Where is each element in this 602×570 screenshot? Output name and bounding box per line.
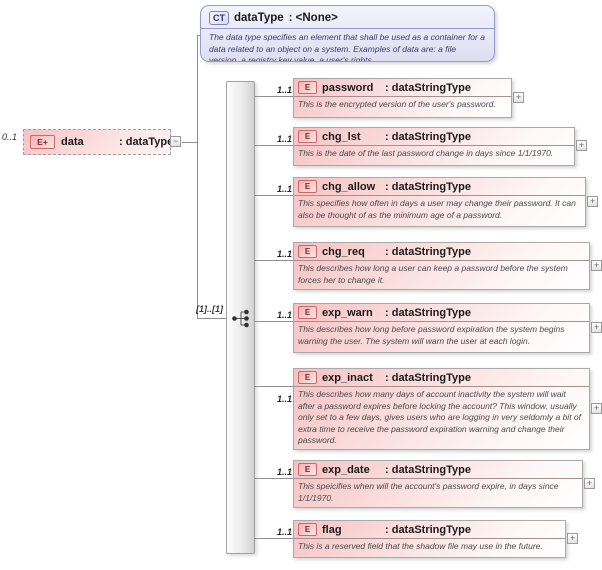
cardinality-label: 1..1: [276, 85, 292, 95]
element-with-children-icon: E+: [30, 135, 55, 149]
element-box-chg-allow[interactable]: E chg_allow : dataStringType This specif…: [293, 177, 586, 227]
element-group-exp-date: 1..1 E exp_date : dataStringType This sp…: [255, 460, 598, 508]
expand-button[interactable]: +: [567, 533, 578, 544]
element-icon: E: [298, 306, 317, 319]
complex-type-box[interactable]: CT dataType : <None> The data type speci…: [200, 5, 495, 62]
complex-type-description: The data type specifies an element that …: [209, 32, 485, 62]
element-group-flag: 1..1 E flag : dataStringType This is a r…: [255, 520, 581, 558]
element-box-chg-req[interactable]: E chg_req : dataStringType This describe…: [293, 242, 590, 290]
root-element-box[interactable]: E+ data : dataType: [23, 129, 174, 155]
cardinality-label: 1..1: [276, 134, 292, 144]
cardinality-label: 1..1: [276, 467, 292, 477]
expand-button[interactable]: +: [576, 140, 587, 151]
element-description: This is a reserved field that the shadow…: [298, 541, 543, 551]
cardinality-label: 1..1: [276, 310, 292, 320]
element-name: exp_warn: [322, 306, 373, 319]
connector-line: [255, 386, 293, 387]
connector-line: [255, 478, 293, 479]
element-group-exp-inact: 1..1 E exp_inact : dataStringType This d…: [255, 368, 602, 450]
connector-line: [255, 321, 293, 322]
element-type: : dataStringType: [385, 180, 471, 193]
element-group-chg-allow: 1..1 E chg_allow : dataStringType This s…: [255, 177, 601, 227]
trunk-connector-line: [197, 35, 198, 319]
element-header: E exp_date : dataStringType: [294, 461, 582, 479]
element-header: E chg_req : dataStringType: [294, 243, 589, 261]
expand-button[interactable]: +: [584, 478, 595, 489]
root-element-name: data: [61, 136, 84, 148]
complex-type-icon: CT: [209, 11, 229, 25]
connector-line: [255, 145, 293, 146]
element-box-password[interactable]: E password : dataStringType This is the …: [293, 78, 512, 118]
element-box-exp-warn[interactable]: E exp_warn : dataStringType This describ…: [293, 303, 590, 353]
ct-connector-stub: [197, 35, 201, 36]
element-group-chg-lst: 1..1 E chg_lst : dataStringType This is …: [255, 127, 590, 166]
complex-type-header: CT dataType : <None>: [201, 6, 494, 29]
element-type: : dataStringType: [385, 523, 471, 536]
element-description: This describes how many days of account …: [298, 389, 582, 445]
connector-line: [255, 538, 293, 539]
element-name: chg_allow: [322, 180, 376, 193]
element-type: : dataStringType: [385, 130, 471, 143]
element-type: : dataStringType: [385, 463, 471, 476]
element-icon: E: [298, 463, 317, 476]
sequence-occurrence-label: [1]..[1]: [196, 304, 223, 314]
element-box-exp-date[interactable]: E exp_date : dataStringType This speicif…: [293, 460, 583, 508]
element-header: E flag : dataStringType: [294, 521, 565, 539]
element-icon: E: [298, 81, 317, 94]
element-icon: E: [298, 371, 317, 384]
element-box-flag[interactable]: E flag : dataStringType This is a reserv…: [293, 520, 566, 558]
complex-type-name: dataType: [234, 12, 284, 24]
element-description: This speicifies when will the account's …: [298, 481, 559, 503]
element-description: This describes how long a user can keep …: [298, 263, 568, 285]
expand-button[interactable]: +: [591, 322, 602, 333]
element-header: E exp_inact : dataStringType: [294, 369, 589, 387]
connector-line: [255, 260, 293, 261]
element-name: exp_inact: [322, 371, 373, 384]
root-cardinality-label: 0..1: [2, 132, 18, 142]
element-header: E chg_allow : dataStringType: [294, 178, 585, 196]
element-icon: E: [298, 245, 317, 258]
expand-button[interactable]: +: [587, 196, 598, 207]
expand-button[interactable]: +: [513, 92, 524, 103]
element-name: exp_date: [322, 463, 370, 476]
connector-line: [255, 96, 293, 97]
element-header: E exp_warn : dataStringType: [294, 304, 589, 322]
complex-type-base: : <None>: [288, 12, 338, 24]
cardinality-label: 1..1: [276, 394, 292, 404]
expand-button[interactable]: +: [591, 260, 602, 271]
element-description: This specifies how often in days a user …: [298, 198, 576, 220]
element-group-exp-warn: 1..1 E exp_warn : dataStringType This de…: [255, 303, 602, 353]
cardinality-label: 1..1: [276, 184, 292, 194]
element-description: This describes how long before password …: [298, 324, 565, 346]
element-name: chg_lst: [322, 130, 361, 143]
root-element-type: : dataType: [119, 136, 174, 148]
cardinality-label: 1..1: [276, 249, 292, 259]
connector-line: [255, 195, 293, 196]
element-group-password: 1..1 E password : dataStringType This is…: [255, 78, 527, 118]
element-box-chg-lst[interactable]: E chg_lst : dataStringType This is the d…: [293, 127, 575, 166]
sequence-connector-stub: [197, 318, 226, 319]
element-icon: E: [298, 523, 317, 536]
element-name: chg_req: [322, 245, 365, 258]
element-icon: E: [298, 130, 317, 143]
element-icon: E: [298, 180, 317, 193]
element-box-exp-inact[interactable]: E exp_inact : dataStringType This descri…: [293, 368, 590, 450]
element-name: password: [322, 81, 374, 94]
root-connector-stub: [182, 142, 197, 143]
element-header: E password : dataStringType: [294, 79, 511, 97]
element-header: E chg_lst : dataStringType: [294, 128, 574, 146]
element-type: : dataStringType: [385, 81, 471, 94]
element-type: : dataStringType: [385, 245, 471, 258]
element-type: : dataStringType: [385, 371, 471, 384]
element-name: flag: [322, 523, 342, 536]
collapse-children-button[interactable]: −: [170, 136, 181, 147]
sequence-icon: [231, 309, 252, 333]
cardinality-label: 1..1: [276, 527, 292, 537]
expand-button[interactable]: +: [591, 403, 602, 414]
element-type: : dataStringType: [385, 306, 471, 319]
element-description: This is the encrypted version of the use…: [298, 99, 496, 109]
element-description: This is the date of the last password ch…: [298, 148, 554, 158]
element-group-chg-req: 1..1 E chg_req : dataStringType This des…: [255, 242, 602, 290]
